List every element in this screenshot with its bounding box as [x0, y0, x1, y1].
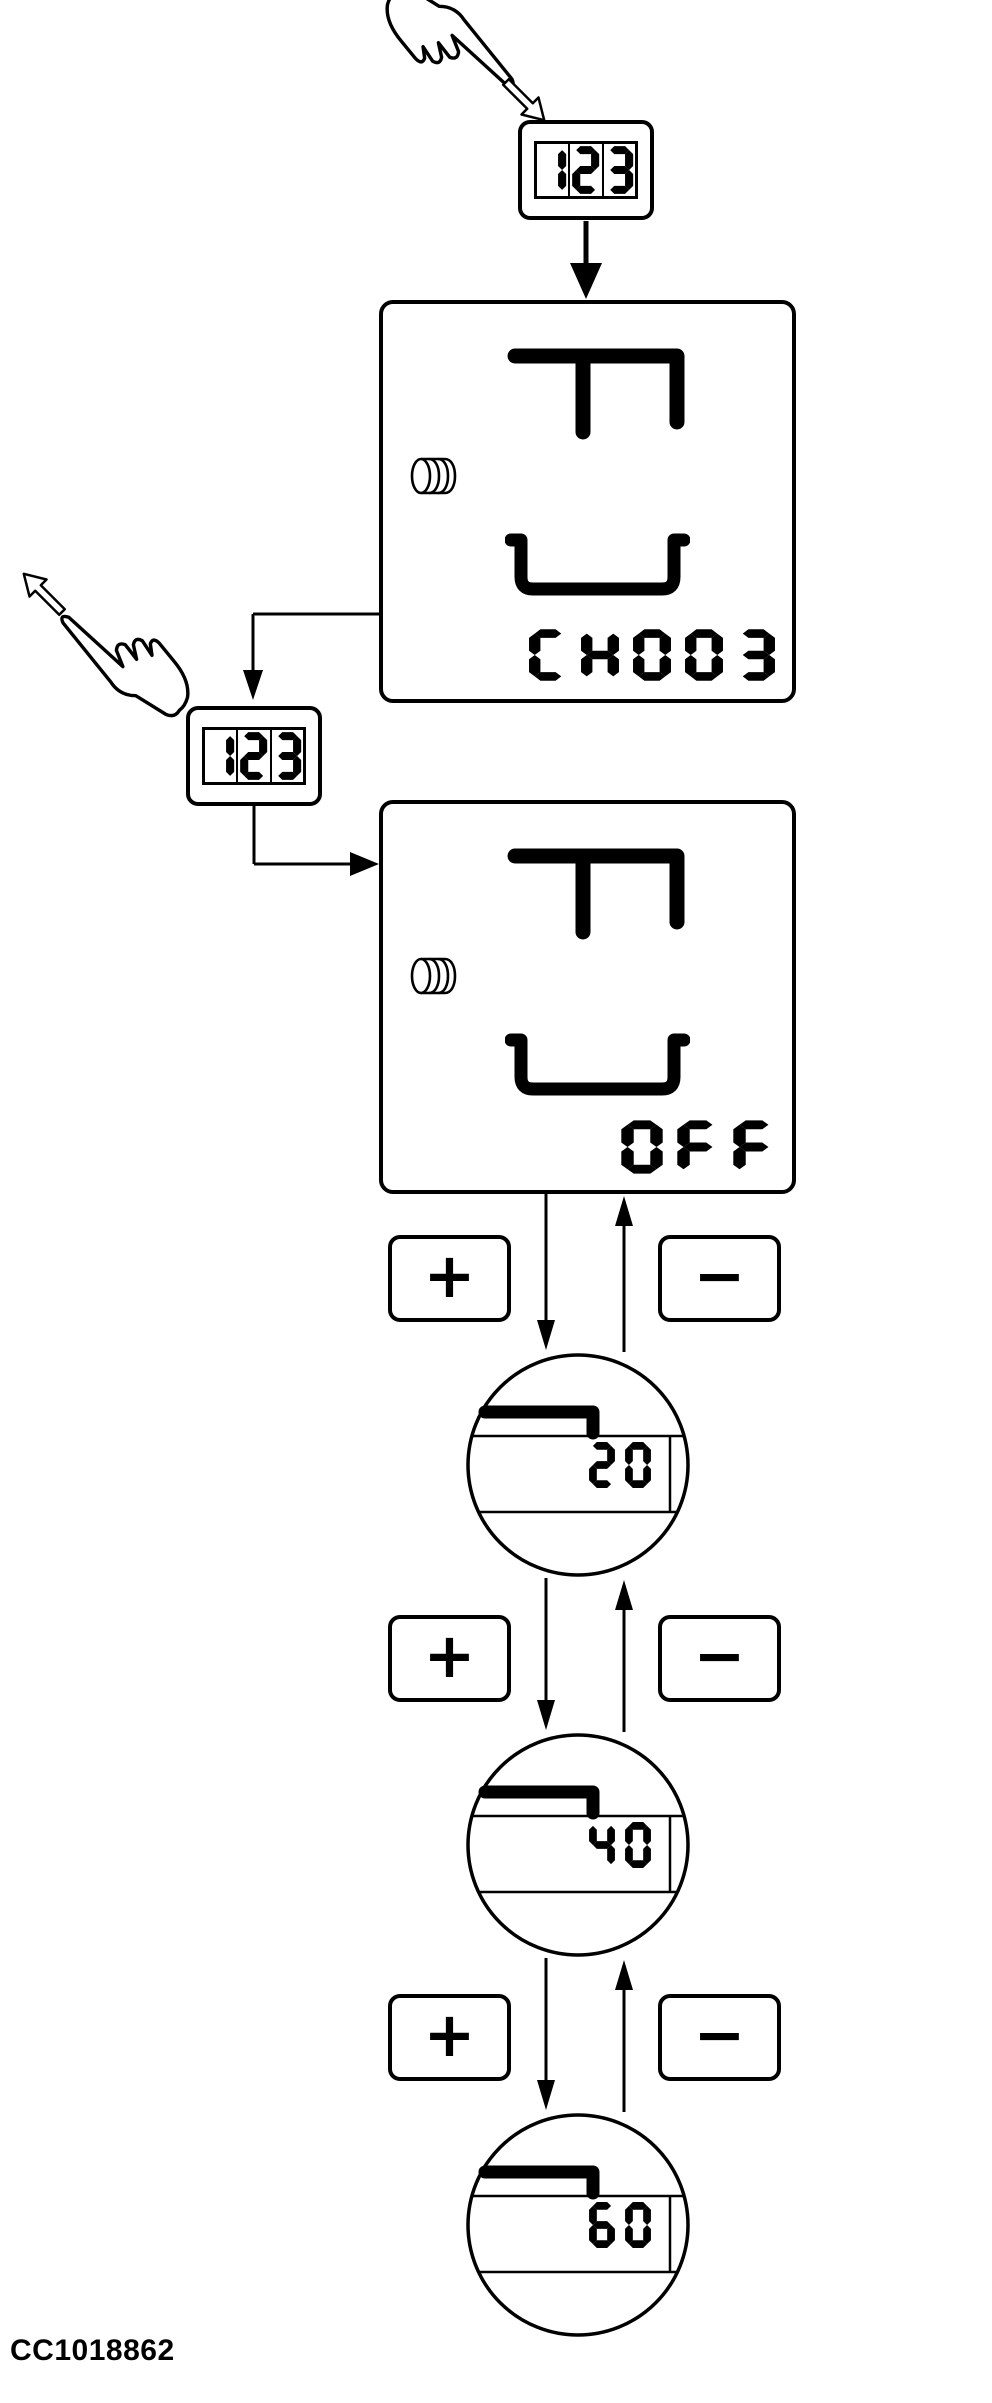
flow-arrow-down — [537, 1578, 555, 1730]
flow-arrow-down — [537, 1958, 555, 2110]
figure-code: CC1018862 — [10, 2334, 175, 2367]
keypad-display — [202, 727, 306, 785]
display-segment-glyph-bottom — [505, 533, 690, 596]
scroll-icon — [410, 457, 457, 495]
increase-button[interactable]: + — [388, 1615, 511, 1702]
value-reading — [618, 1118, 778, 1176]
flow-arrow-up — [615, 1960, 633, 2112]
flow-arrow-down — [570, 221, 602, 299]
decrease-button[interactable]: − — [658, 1994, 781, 2081]
pointing-hand-icon — [347, 0, 534, 147]
display-segment-glyph-bottom — [505, 1033, 690, 1096]
decrease-button-label: − — [693, 1997, 746, 2071]
value-display-screen — [379, 800, 796, 1194]
connector-screen-to-keypad — [243, 612, 379, 700]
decrease-button-label: − — [693, 1238, 746, 1312]
magnifier-circle — [466, 2113, 690, 2337]
channel-reading — [526, 627, 778, 683]
keypad-display — [534, 141, 638, 199]
increase-button[interactable]: + — [388, 1235, 511, 1322]
keypad-123-button[interactable] — [186, 706, 322, 806]
magnified-value — [587, 2200, 653, 2250]
keypad-123-button[interactable] — [518, 120, 654, 220]
display-segment-glyph-top — [507, 348, 685, 440]
decrease-button[interactable]: − — [658, 1615, 781, 1702]
flow-arrow-up — [615, 1580, 633, 1732]
flow-arrow-up — [615, 1196, 633, 1352]
scroll-icon — [410, 957, 457, 995]
display-segment-glyph-top — [507, 848, 685, 940]
increase-button-label: + — [423, 1618, 476, 1692]
magnifier-circle — [466, 1733, 690, 1957]
increase-button[interactable]: + — [388, 1994, 511, 2081]
press-direction-arrow-icon — [501, 77, 546, 122]
connector-keypad-to-screen — [252, 806, 379, 876]
magnified-display-step-1 — [465, 1352, 691, 1578]
increase-button-label: + — [423, 1238, 476, 1312]
magnifier-circle — [466, 1353, 690, 1577]
pointing-hand-icon — [42, 555, 229, 742]
magnified-value — [587, 1820, 653, 1870]
decrease-button-label: − — [693, 1618, 746, 1692]
decrease-button[interactable]: − — [658, 1235, 781, 1322]
magnified-display-step-2 — [465, 1732, 691, 1958]
increase-button-label: + — [423, 1997, 476, 2071]
magnified-display-step-3 — [465, 2112, 691, 2338]
flow-arrow-down — [537, 1194, 555, 1350]
magnified-value — [587, 1440, 653, 1490]
press-direction-arrow-icon — [22, 572, 67, 617]
channel-display-screen — [379, 300, 796, 703]
